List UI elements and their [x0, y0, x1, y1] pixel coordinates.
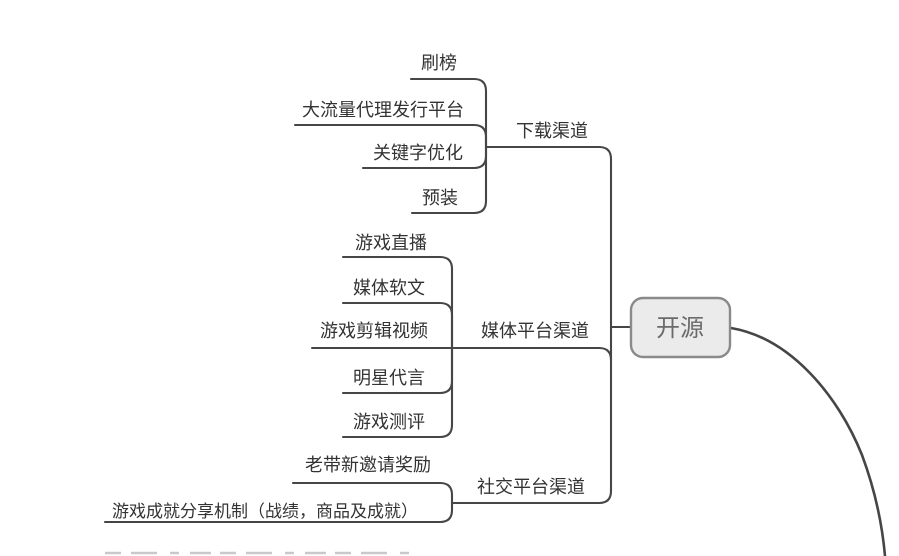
- root-label[interactable]: 开源: [656, 314, 704, 342]
- connector-chart-boosting: [409, 77, 488, 149]
- topic-referral-rewards[interactable]: 老带新邀请奖励: [305, 455, 431, 476]
- topic-celebrity-endorsement[interactable]: 明星代言: [353, 368, 425, 389]
- branch-media-platform-channels[interactable]: 媒体平台渠道: [481, 321, 589, 342]
- root-node-shape[interactable]: [629, 296, 732, 359]
- topic-media-advertorial[interactable]: 媒体软文: [353, 278, 425, 299]
- connector-media-advertorial: [341, 301, 454, 350]
- topic-game-livestream[interactable]: 游戏直播: [355, 233, 427, 254]
- connector-game-reviews: [341, 346, 454, 439]
- topic-game-reviews[interactable]: 游戏测评: [353, 412, 425, 433]
- topic-achievement-sharing[interactable]: 游戏成就分享机制（战绩，商品及成就）: [112, 502, 418, 522]
- connector-achievement-sharing: [103, 501, 454, 524]
- connector-media-platform-junction: [450, 346, 613, 362]
- branch-download-channels[interactable]: 下载渠道: [516, 121, 588, 142]
- topic-chart-boosting[interactable]: 刷榜: [421, 53, 457, 74]
- connector-offscreen-branch-curve: [729, 326, 887, 556]
- connector-referral-rewards: [291, 481, 454, 505]
- connector-main-trunk: [450, 145, 613, 505]
- connector-game-livestream: [341, 255, 454, 350]
- connector-high-traffic-agency-platform: [293, 123, 488, 149]
- root-node[interactable]: 开源: [629, 296, 732, 359]
- topic-preinstall[interactable]: 预装: [422, 188, 458, 209]
- topic-keyword-optimization[interactable]: 关键字优化: [373, 143, 463, 164]
- topic-game-clip-videos[interactable]: 游戏剪辑视频: [320, 321, 428, 342]
- topic-high-traffic-agency-platform[interactable]: 大流量代理发行平台: [302, 100, 464, 121]
- connector-preinstall: [410, 145, 488, 215]
- branch-social-platform-channels[interactable]: 社交平台渠道: [477, 477, 585, 498]
